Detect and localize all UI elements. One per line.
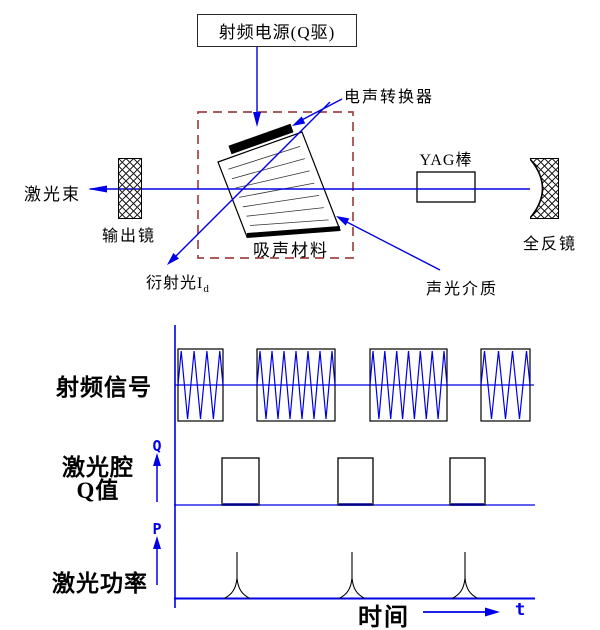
transducer-bar	[228, 123, 294, 155]
cavity-q-row-label: 激光腔 Q值	[62, 455, 134, 503]
p-axis-label: P	[152, 520, 162, 538]
q-pulse-box	[221, 457, 260, 506]
p-axis-arrow-head-icon	[153, 536, 161, 549]
transducer-pointer-arrowhead-icon	[292, 116, 306, 126]
rear-mirror	[530, 158, 559, 219]
rf-source-label: 射频电源(Q驱)	[218, 23, 336, 42]
output-mirror	[118, 158, 142, 219]
laser-power-row-label: 激光功率	[52, 571, 148, 596]
rf-burst-wave	[256, 350, 336, 420]
rf-drive-arrowhead-icon	[253, 112, 261, 127]
diffracted-beam-line	[169, 101, 331, 263]
p-spike	[338, 552, 366, 599]
transducer-pointer-line	[295, 98, 343, 124]
rf-burst-wave	[480, 350, 531, 420]
time-arrow-head-icon	[485, 607, 500, 617]
transducer-label: 电声转换器	[344, 89, 435, 106]
diffracted-subscript: d	[203, 283, 210, 296]
q-axis-label: Q	[152, 437, 162, 455]
ao-cell-dashed-box	[197, 111, 354, 259]
q-axis-arrow-head-icon	[153, 453, 161, 466]
rf-burst-wave	[177, 350, 224, 420]
absorber-bar	[246, 226, 341, 238]
rf-source-box: 射频电源(Q驱)	[197, 14, 357, 47]
p-spike	[451, 552, 479, 599]
absorber-label: 吸声材料	[253, 241, 329, 260]
rf-signal-row-label: 射频信号	[56, 375, 152, 400]
rear-mirror-concave-face	[530, 159, 544, 218]
ao-medium-label: 声光介质	[426, 281, 499, 298]
laser-beam-arrowhead-icon	[88, 185, 107, 193]
diffracted-beam-arrowhead-icon	[167, 253, 179, 265]
yag-rod	[416, 171, 476, 203]
ao-medium-hatch-lines	[228, 146, 329, 226]
laser-beam-label: 激光束	[24, 185, 81, 204]
q-pulse-box	[449, 457, 486, 506]
output-mirror-label: 输出镜	[101, 228, 156, 245]
q-pulse-box	[337, 457, 374, 506]
rear-mirror-label: 全反镜	[522, 236, 577, 253]
t-axis-label: t	[515, 600, 526, 620]
p-spike	[223, 552, 251, 599]
time-label: 时间	[358, 605, 410, 630]
diffracted-light-label: 衍射光Id	[146, 275, 210, 296]
rf-burst-wave	[369, 350, 448, 420]
ao-medium-pointer-arrowhead-icon	[336, 216, 350, 226]
ao-medium-pointer-line	[340, 218, 441, 271]
yag-rod-label: YAG棒	[419, 152, 473, 169]
